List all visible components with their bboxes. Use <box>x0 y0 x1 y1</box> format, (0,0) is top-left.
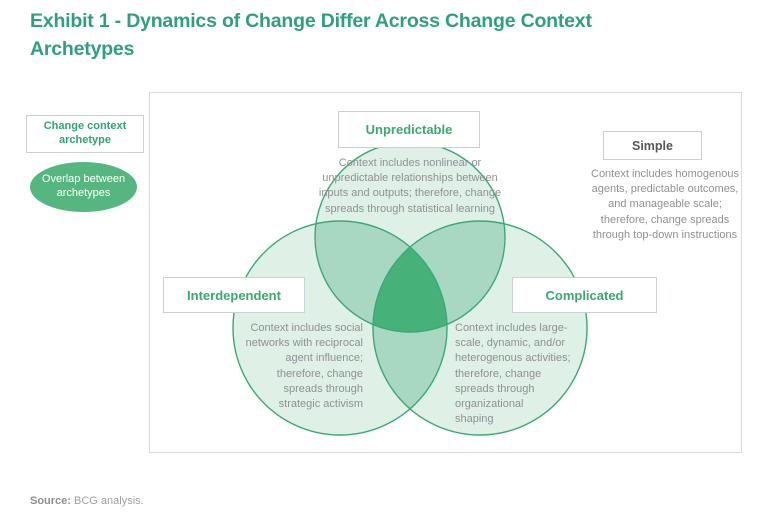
label-complicated: Complicated <box>512 277 657 313</box>
description-simple: Context includes homogenous agents, pred… <box>591 168 739 241</box>
legend-overlap-label: Overlap between archetypes <box>41 173 126 199</box>
exhibit-title: Exhibit 1 - Dynamics of Change Differ Ac… <box>30 10 592 60</box>
description-unpredictable: Context includes nonlinear or unpredicta… <box>318 157 502 215</box>
label-interdependent-text: Interdependent <box>187 287 281 303</box>
legend-archetype-box: Change context archetype <box>26 115 144 153</box>
legend-overlap-ellipse: Overlap between archetypes <box>30 162 137 212</box>
venn-diagram <box>232 141 588 436</box>
label-simple-text: Simple <box>632 138 673 153</box>
source-prefix: Source: <box>30 495 71 507</box>
legend-archetype-label: Change context archetype <box>43 120 127 146</box>
label-complicated-text: Complicated <box>545 287 624 303</box>
label-simple: Simple <box>603 131 702 160</box>
source-note: Source: BCG analysis. <box>30 495 144 507</box>
label-unpredictable-text: Unpredictable <box>365 122 453 137</box>
description-interdependent: Context includes social networks with re… <box>245 322 363 410</box>
label-interdependent: Interdependent <box>163 277 305 313</box>
description-complicated: Context includes large- scale, dynamic, … <box>455 322 571 426</box>
source-text: BCG analysis. <box>70 495 144 507</box>
label-unpredictable: Unpredictable <box>338 111 480 148</box>
overlap-triple <box>373 221 447 332</box>
